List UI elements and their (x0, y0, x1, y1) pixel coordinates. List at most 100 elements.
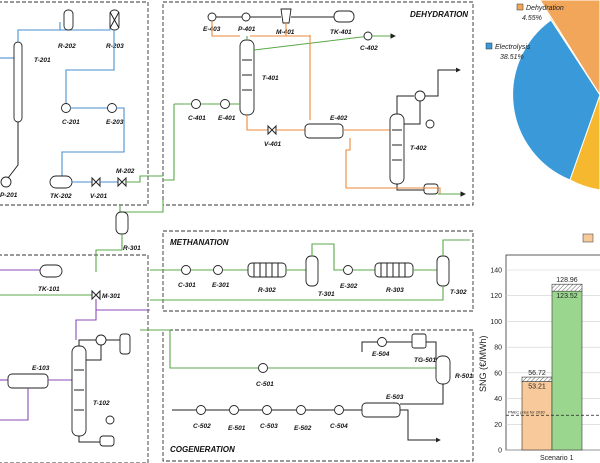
label-v401: V-401 (264, 141, 281, 148)
pie-chart: Dehydration 4.55% Electrolysis 38.51% (485, 0, 600, 191)
label-r302: R-302 (258, 287, 276, 294)
label-c201: C-201 (62, 119, 80, 126)
bar-2-increment (551, 283, 583, 292)
section-methanation: METHANATION (170, 238, 229, 247)
label-e203: E-203 (106, 119, 124, 126)
compressor-c503 (262, 405, 272, 415)
chart-legend-swatch (582, 233, 594, 243)
cogeneration-box (162, 329, 474, 462)
dehydration-box (162, 1, 474, 206)
label-c502: C-502 (193, 423, 211, 430)
separator-t302 (436, 255, 450, 287)
pump-p201 (0, 176, 12, 188)
label-e401: E-401 (218, 115, 236, 122)
label-v201: V-201 (90, 193, 107, 200)
label-c401: C-401 (188, 115, 206, 122)
column-t402 (389, 113, 405, 185)
label-e502: E-502 (294, 425, 312, 432)
label-tg501: TG-501 (414, 357, 436, 364)
label-c504: C-504 (330, 423, 348, 430)
label-c301: C-301 (178, 282, 196, 289)
drum-t102 (119, 333, 131, 355)
reference-label: PNEC price for 2030 (508, 409, 545, 414)
label-t301: T-301 (318, 291, 335, 298)
exchanger-e203 (107, 103, 117, 113)
exchanger-e401 (220, 99, 230, 109)
turbine-tg501 (411, 333, 427, 349)
pump-p401 (241, 12, 251, 22)
vessel-r301 (115, 211, 129, 235)
bar-2 (551, 290, 583, 451)
bar-2-value-label: 123.52 (556, 293, 578, 300)
separator-t301 (305, 255, 319, 287)
cooler-c201 (61, 103, 71, 113)
compressor-c504 (334, 405, 344, 415)
y-tick-label: 60 (494, 370, 502, 377)
mixer-m401 (280, 8, 292, 24)
label-tk401: TK-401 (330, 29, 352, 36)
compressor-c501 (258, 363, 268, 373)
y-tick-label: 0 (498, 448, 502, 455)
label-t401: T-401 (262, 75, 279, 82)
pie-label-electrolysis: Electrolysis (495, 44, 531, 51)
bar-1-value-label: 53.21 (528, 384, 546, 391)
label-e301: E-301 (212, 282, 230, 289)
exchanger-e502 (296, 405, 306, 415)
label-tk202: TK-202 (50, 193, 72, 200)
label-t102: T-102 (93, 400, 110, 407)
reactor-r501 (435, 355, 451, 385)
label-r203: R-203 (106, 43, 124, 50)
vessel-r202 (63, 9, 74, 31)
y-tick-label: 40 (494, 396, 502, 403)
label-t302: T-302 (450, 289, 467, 296)
label-r303: R-303 (386, 287, 404, 294)
label-p401: P-401 (238, 26, 256, 33)
condenser-t102 (95, 334, 107, 346)
label-e503: E-503 (386, 394, 404, 401)
label-r301: R-301 (123, 245, 141, 252)
biogas-box (0, 254, 149, 463)
cooler-c401 (191, 99, 201, 109)
label-m202: M-202 (116, 168, 135, 175)
condenser-t402 (414, 90, 426, 102)
tank-tk101 (39, 264, 63, 278)
column-t401 (239, 39, 255, 116)
label-t201: T-201 (34, 57, 51, 64)
tank-tk401 (333, 10, 355, 23)
y-tick-label: 120 (490, 293, 502, 300)
bar-2-total-label: 128.96 (556, 277, 578, 284)
label-e302: E-302 (340, 283, 358, 290)
y-tick-label: 80 (494, 345, 502, 352)
exchanger-e402 (304, 123, 344, 139)
exchanger-e103 (7, 373, 49, 389)
label-c503: C-503 (260, 423, 278, 430)
column-t201 (13, 41, 23, 123)
pump-t102 (105, 415, 115, 425)
bar-1-total-label: 56.72 (528, 370, 546, 377)
exchanger-e501 (229, 405, 239, 415)
section-cogeneration: COGENERATION (170, 445, 235, 454)
reboiler-drum-t402 (423, 183, 439, 195)
pie-slice-other-orange (539, 0, 600, 96)
exchanger-e302 (343, 265, 353, 275)
exchanger-e301 (213, 265, 223, 275)
y-axis-label: SNG (€/MWh) (478, 335, 488, 392)
exchanger-e503 (361, 402, 401, 418)
legend-swatch-electrolysis (485, 42, 493, 50)
methanation-box (162, 230, 474, 312)
label-m401: M-401 (276, 29, 295, 36)
compressor-c502 (196, 405, 206, 415)
reboiler-t402 (425, 119, 435, 129)
label-tk101: TK-101 (38, 286, 60, 293)
bar-1 (521, 381, 553, 451)
label-r501: R-501 (455, 373, 473, 380)
pie-value-electrolysis: 38.51% (500, 54, 524, 61)
section-dehydration: DEHYDRATION (410, 10, 468, 19)
legend-swatch-dehydration (516, 3, 524, 11)
label-p201: P-201 (0, 192, 18, 199)
electrolysis-box (0, 1, 149, 206)
y-tick-label: 140 (490, 268, 502, 275)
label-e103: E-103 (32, 365, 50, 372)
